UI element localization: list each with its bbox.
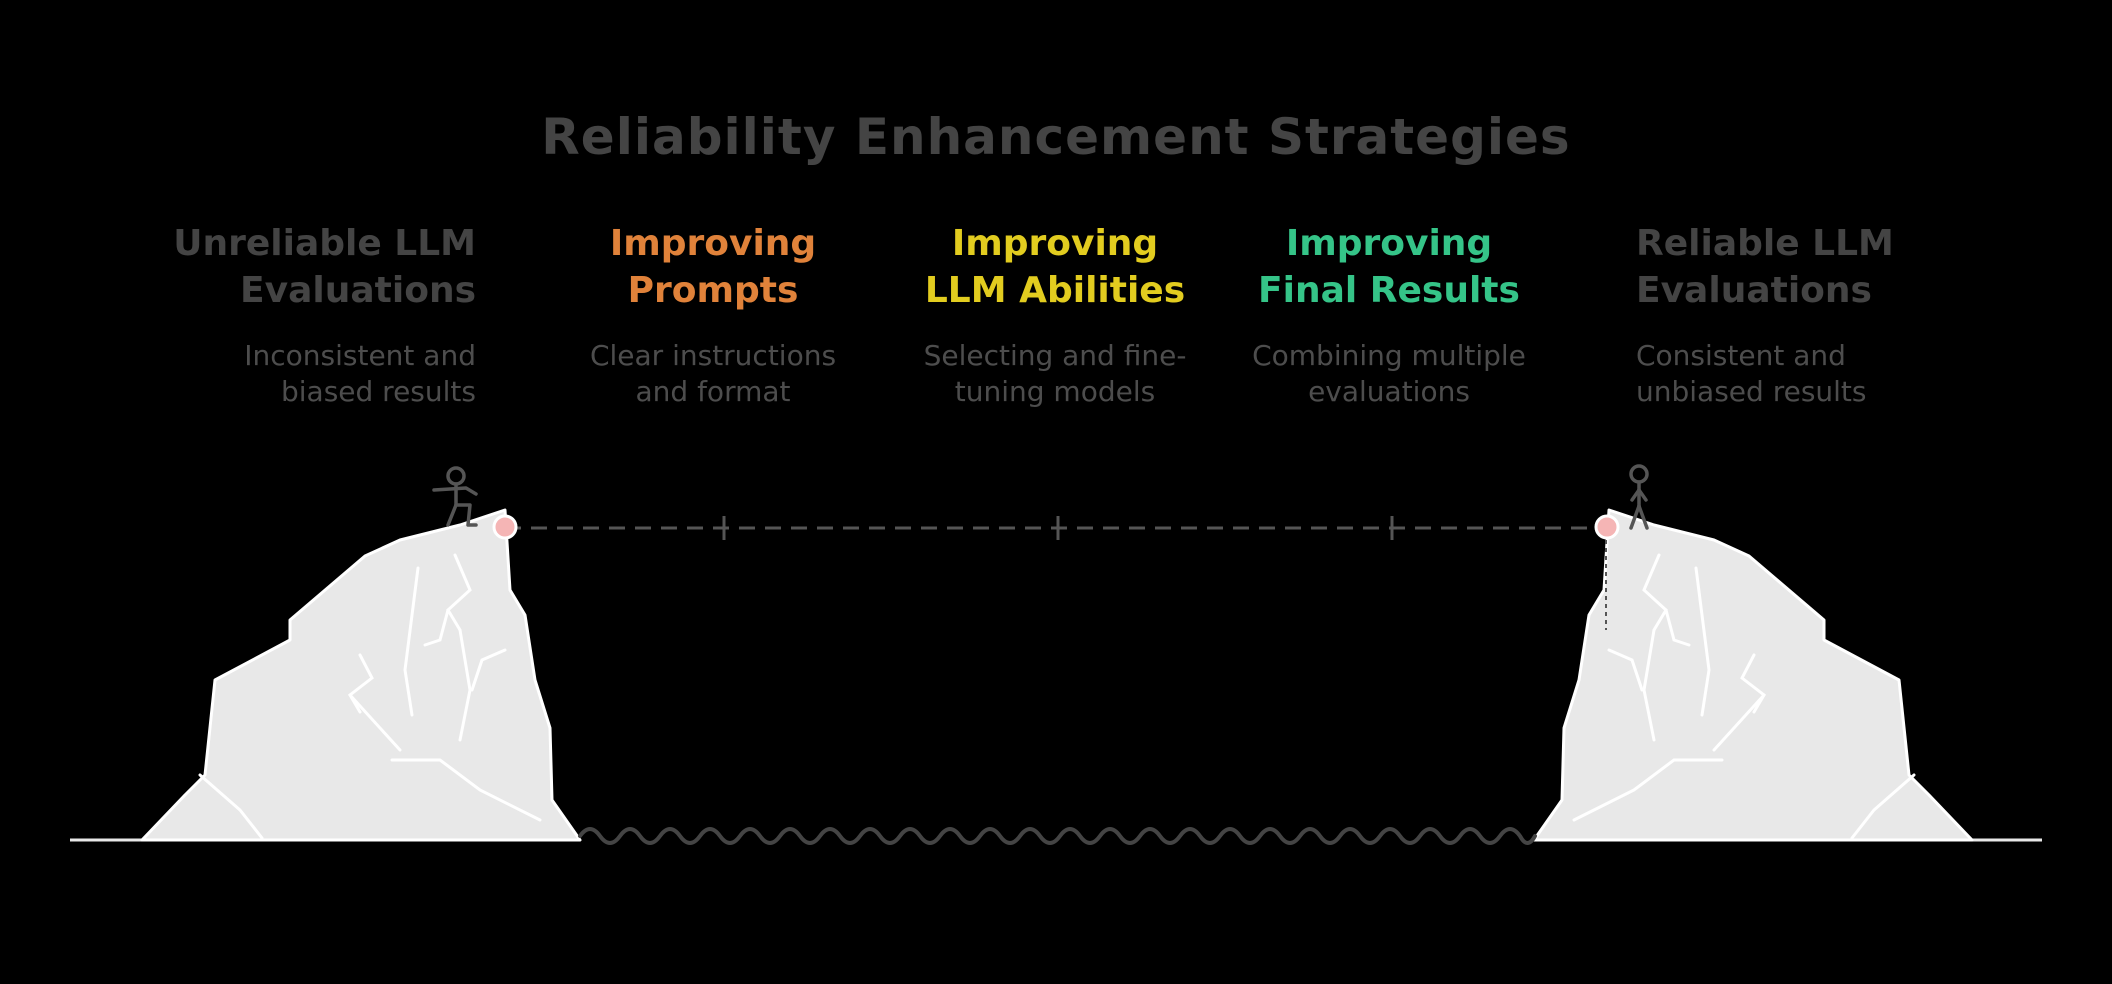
stage-2-heading: Improving Prompts [609, 223, 817, 311]
rope-anchor-right [1594, 514, 1620, 540]
cliff-right-icon [1532, 508, 1974, 842]
water-wave-icon [578, 827, 1537, 845]
stage-4-heading: Improving Final Results [1258, 223, 1520, 311]
stage-5-description: Consistent and unbiased results [1636, 339, 1867, 408]
cliff-left-icon [140, 508, 582, 842]
stage-3-description: Selecting and fine- tuning models [923, 339, 1187, 408]
stage-1-description: Inconsistent and biased results [244, 339, 476, 408]
stage-5-heading: Reliable LLM Evaluations [1636, 223, 1894, 311]
rope-line-icon [492, 514, 1620, 630]
stage-1-heading: Unreliable LLM Evaluations [173, 223, 476, 311]
diagram-title: Reliability Enhancement Strategies [541, 108, 1571, 166]
stage-4-description: Combining multiple evaluations [1252, 339, 1526, 408]
stage-2-description: Clear instructions and format [589, 339, 837, 408]
person-right-icon [1629, 464, 1649, 530]
person-left-icon [432, 466, 478, 527]
rope-anchor-left [492, 514, 518, 540]
stage-3-heading: Improving LLM Abilities [924, 223, 1186, 311]
